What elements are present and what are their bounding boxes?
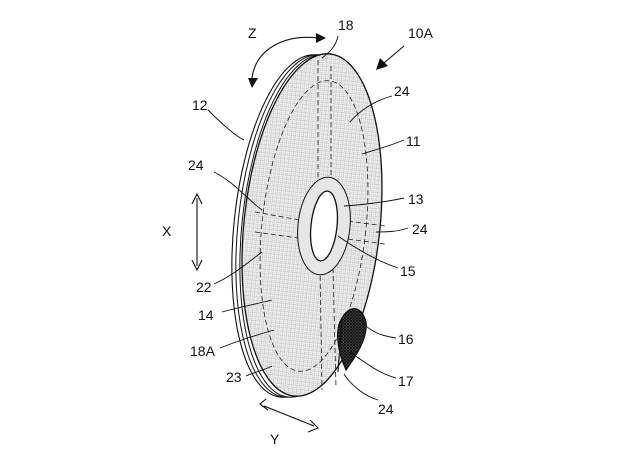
label-rim-dashed: 12	[192, 97, 208, 113]
label-rib-left: 24	[188, 157, 204, 173]
label-hole: 15	[400, 263, 416, 279]
axis-label-y: Y	[270, 431, 280, 447]
axis-label-x: X	[162, 223, 172, 239]
label-assembly: 10A	[408, 25, 434, 41]
label-edge: 18A	[190, 343, 216, 359]
y-axis-arrow	[260, 399, 318, 432]
assembly-arrow	[376, 46, 404, 70]
axis-label-z: Z	[248, 25, 257, 41]
label-hole-edge: 13	[408, 191, 424, 207]
label-center-line: 22	[196, 279, 212, 295]
label-cutaway: 16	[398, 331, 414, 347]
x-axis-arrow	[192, 194, 202, 270]
label-rib-bottom: 24	[378, 401, 394, 417]
label-lower-dashed: 23	[226, 369, 242, 385]
label-rib-right: 24	[412, 221, 428, 237]
label-face: 11	[406, 133, 421, 149]
label-cutaway-wall: 17	[398, 373, 414, 389]
label-side: 14	[198, 307, 214, 323]
label-top: 18	[338, 17, 354, 33]
label-rib-upper: 24	[394, 83, 410, 99]
